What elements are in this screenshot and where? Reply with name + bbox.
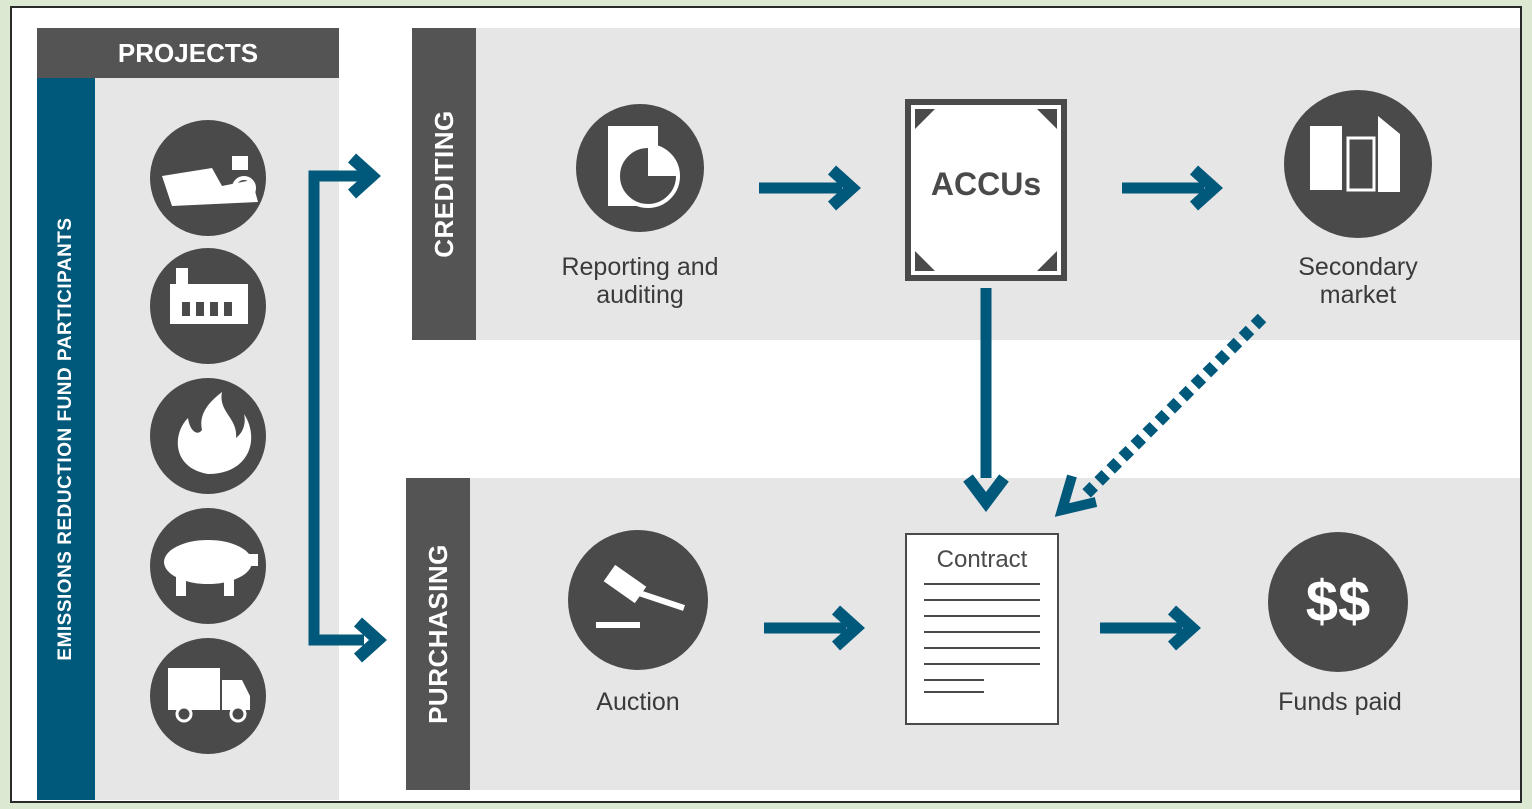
pig-icon	[150, 508, 266, 624]
contract-document-icon	[905, 533, 1059, 725]
crediting-band: CREDITING	[412, 28, 476, 340]
funds-icon	[1268, 532, 1408, 672]
accus-certificate-icon	[905, 99, 1067, 281]
factory-icon	[150, 248, 266, 364]
project-icons-layer	[150, 120, 266, 754]
contract-label: Contract	[936, 546, 1028, 573]
secondary-market-icon	[1284, 90, 1432, 238]
accus-label: ACCUs	[930, 166, 1042, 202]
secondary-to-contract-dashed-arrow	[1077, 313, 1267, 503]
crediting-icons-layer	[576, 90, 1432, 281]
diagram-frame: PROJECTS EMISSIONS REDUCTION FUND PARTIC…	[10, 6, 1522, 803]
report-chart-icon	[576, 104, 704, 232]
reporting-label: Reporting and auditing	[561, 253, 719, 309]
projects-header: PROJECTS	[37, 28, 339, 78]
participants-sidebar: EMISSIONS REDUCTION FUND PARTICIPANTS	[37, 78, 95, 800]
funds-paid-label: Funds paid	[1278, 688, 1402, 716]
funds-symbol: $$	[1305, 569, 1371, 634]
auction-gavel-icon	[568, 530, 708, 670]
projects-bracket-arrow	[308, 170, 364, 646]
construction-machinery-icon	[150, 120, 266, 236]
fire-icon	[150, 378, 266, 494]
projects-header-label: PROJECTS	[117, 38, 259, 68]
purchasing-band: PURCHASING	[406, 478, 470, 790]
purchasing-icons-layer	[568, 530, 1408, 725]
truck-icon	[150, 638, 266, 754]
auction-label: Auction	[596, 688, 680, 716]
arrows-layer	[308, 153, 1267, 663]
secondary-market-label: Secondary market	[1298, 253, 1418, 309]
